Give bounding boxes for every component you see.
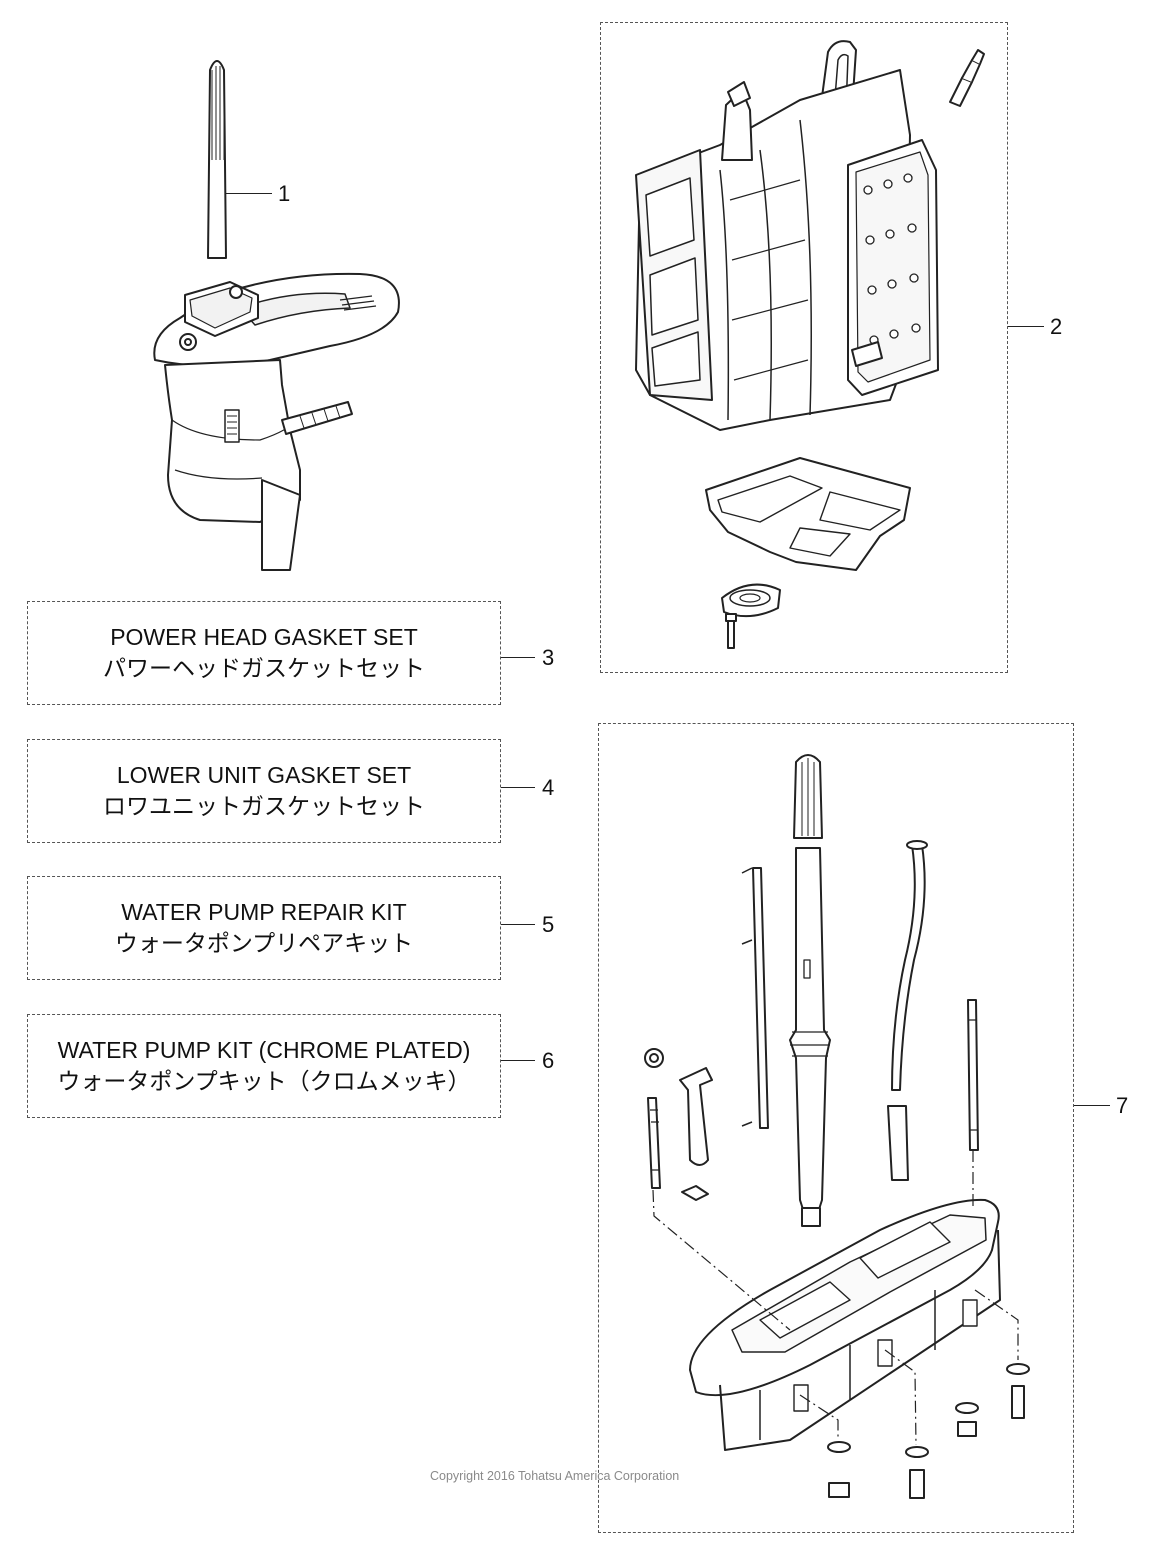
kit-label-en: WATER PUMP KIT (CHROME PLATED) bbox=[57, 1036, 471, 1063]
callout-leader-7 bbox=[1074, 1105, 1110, 1106]
callout-5: 5 bbox=[542, 912, 555, 937]
kit-label-ja: ウォータポンプリペアキット bbox=[114, 930, 414, 956]
kit-label-ja: ウォータポンプキット（クロムメッキ） bbox=[57, 1068, 471, 1094]
drive-components-group-box bbox=[598, 723, 1074, 1533]
kit-box-lower-unit-gasket: LOWER UNIT GASKET SET ロワユニットガスケットセット bbox=[27, 739, 501, 843]
callout-leader-1 bbox=[226, 193, 272, 194]
callout-6: 6 bbox=[542, 1048, 555, 1073]
power-head-group-box bbox=[600, 22, 1008, 673]
kit-label-en: WATER PUMP REPAIR KIT bbox=[121, 898, 407, 925]
callout-7: 7 bbox=[1116, 1093, 1129, 1118]
kit-box-power-head-gasket: POWER HEAD GASKET SET パワーヘッドガスケットセット bbox=[27, 601, 501, 705]
copyright-notice: Copyright 2016 Tohatsu America Corporati… bbox=[430, 1469, 680, 1483]
callout-3: 3 bbox=[542, 645, 555, 670]
callout-1: 1 bbox=[278, 181, 291, 206]
kit-label-en: POWER HEAD GASKET SET bbox=[110, 623, 418, 650]
kit-label-ja: ロワユニットガスケットセット bbox=[103, 793, 425, 819]
callout-leader-2 bbox=[1008, 326, 1044, 327]
kit-box-water-pump-repair: WATER PUMP REPAIR KIT ウォータポンプリペアキット bbox=[27, 876, 501, 980]
callout-leader-3 bbox=[501, 657, 535, 658]
callout-leader-4 bbox=[501, 787, 535, 788]
callout-leader-5 bbox=[501, 924, 535, 925]
kit-box-water-pump-chrome: WATER PUMP KIT (CHROME PLATED) ウォータポンプキッ… bbox=[27, 1014, 501, 1118]
callout-leader-6 bbox=[501, 1060, 535, 1061]
callout-4: 4 bbox=[542, 775, 555, 800]
kit-label-en: LOWER UNIT GASKET SET bbox=[116, 761, 412, 788]
kit-label-ja: パワーヘッドガスケットセット bbox=[103, 655, 425, 681]
callout-2: 2 bbox=[1050, 314, 1063, 339]
